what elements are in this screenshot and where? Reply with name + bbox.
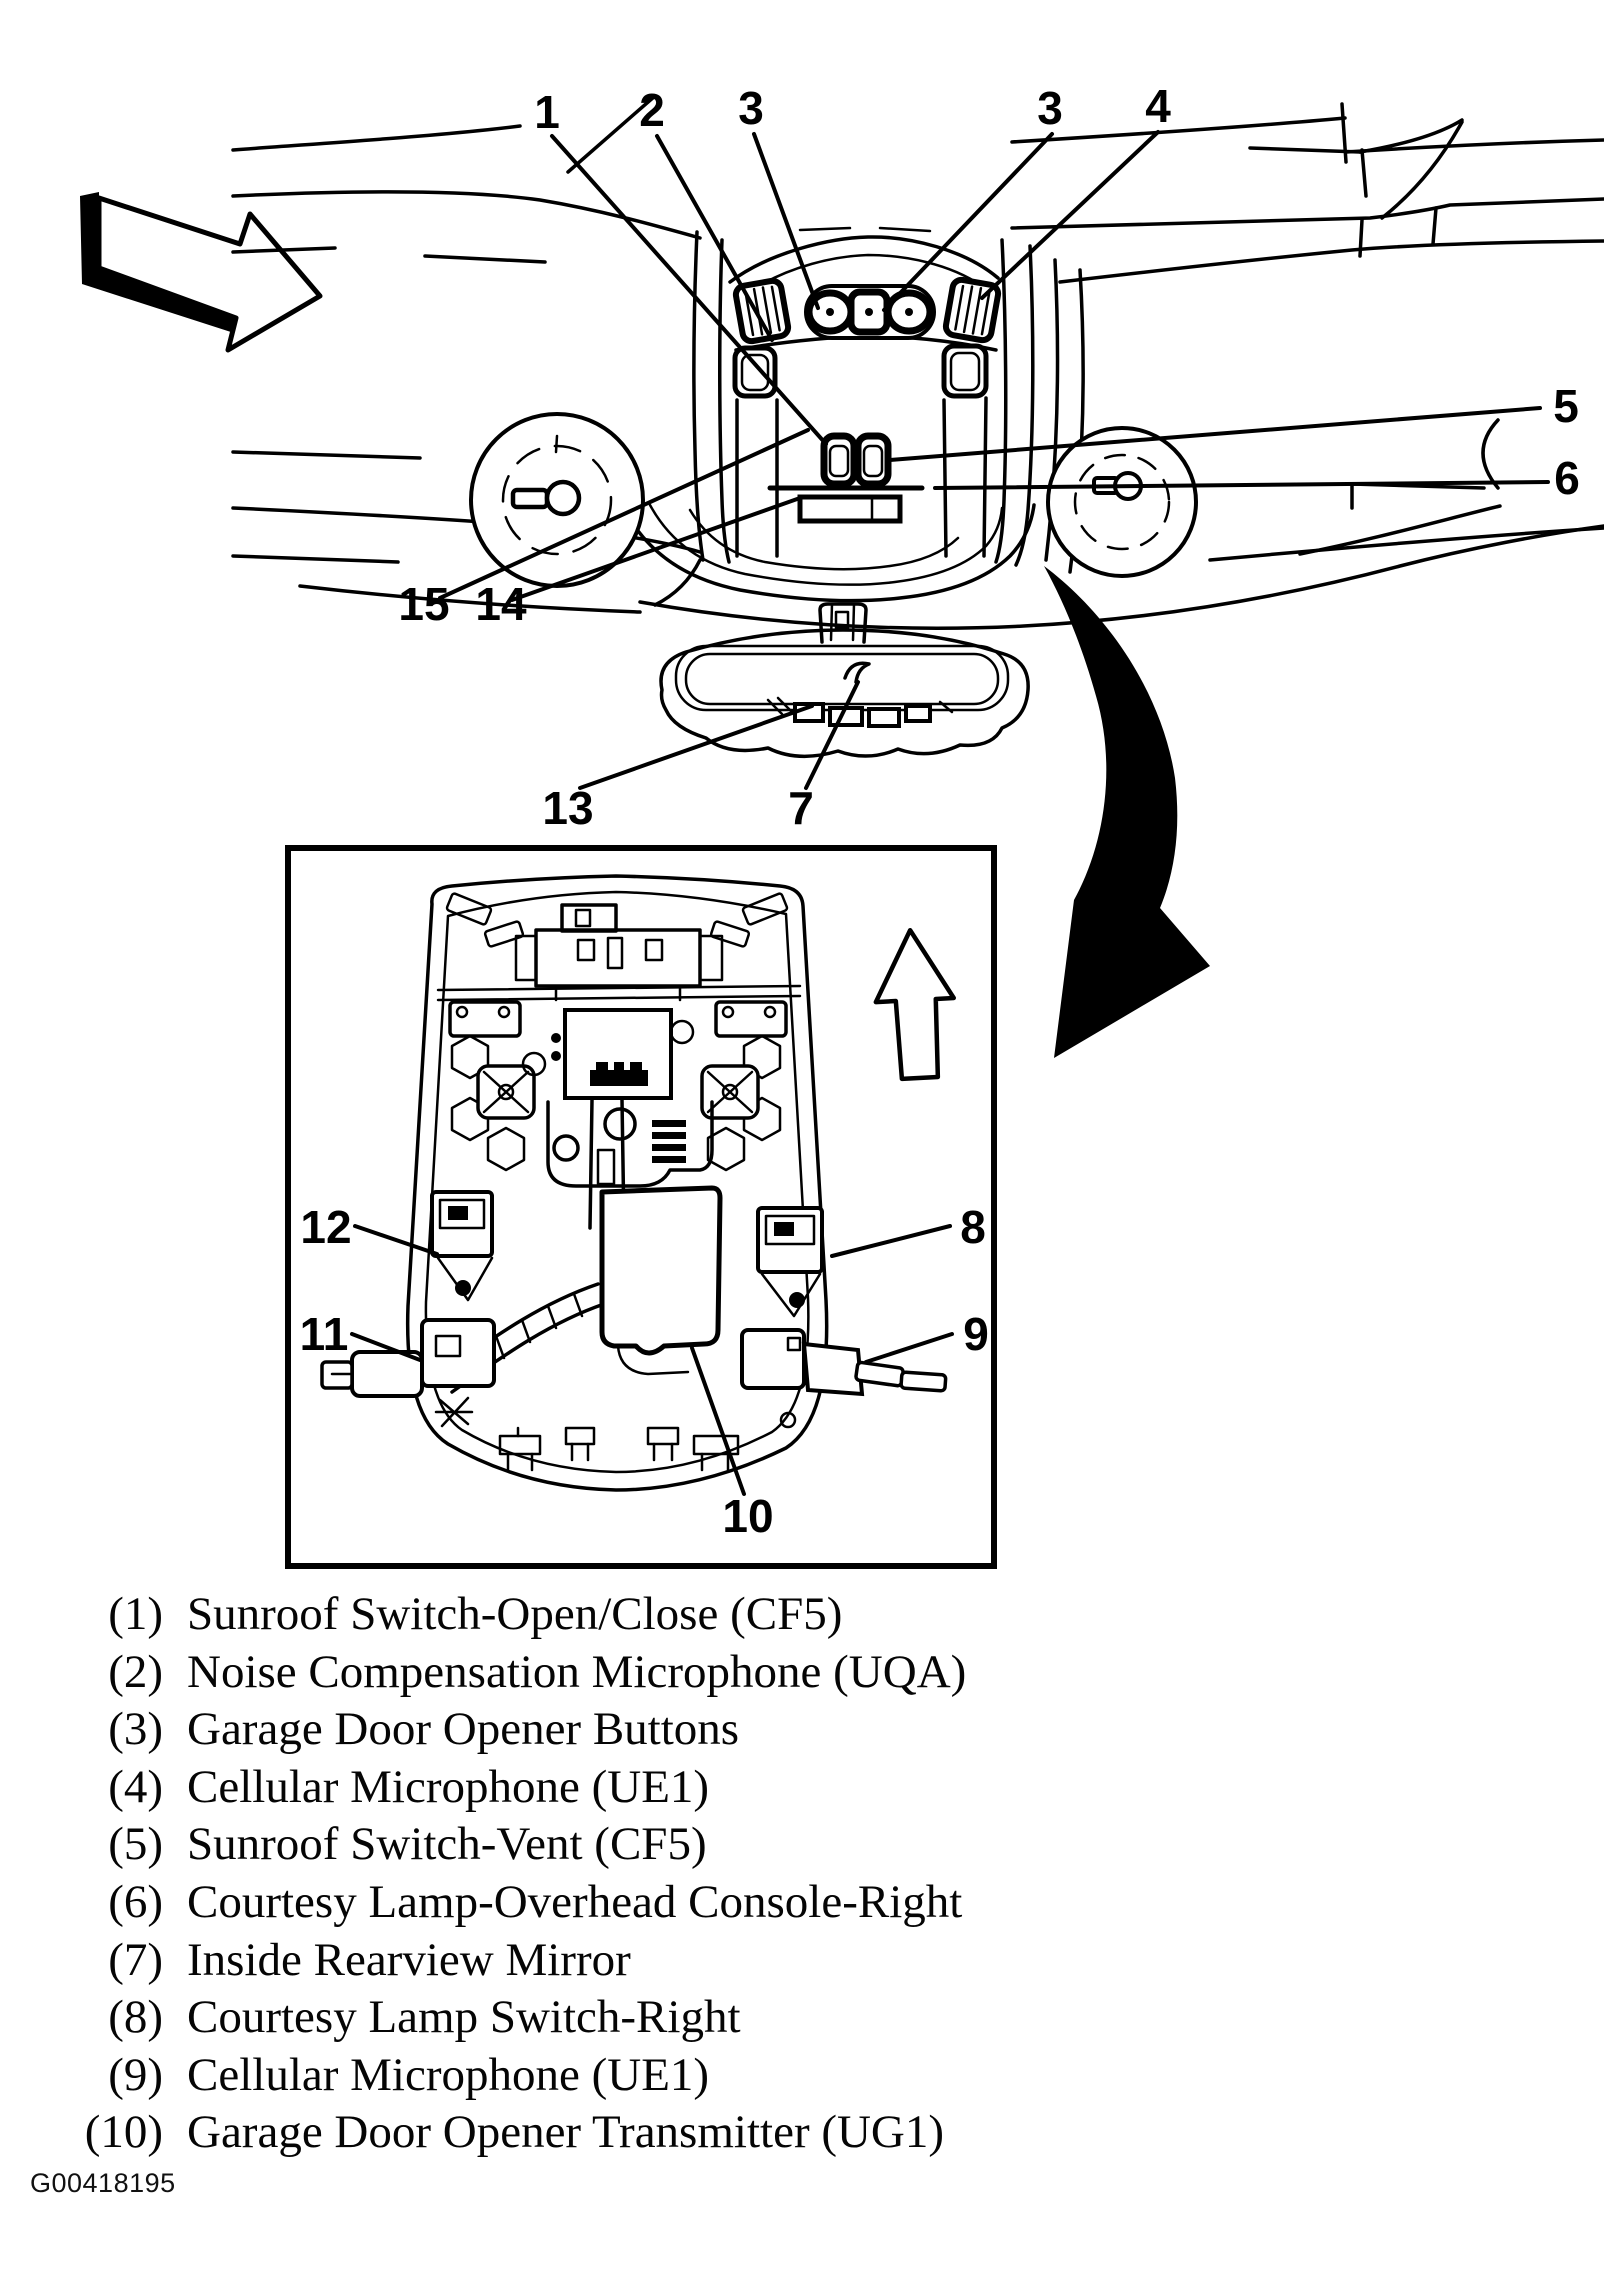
callout-8: 8 [960,1201,986,1253]
legend-number: (9) [108,2048,163,2101]
bulb-icon [510,479,582,517]
legend-item-10: (10) Garage Door Opener Transmitter (UG1) [0,2104,966,2162]
callout-9: 9 [963,1308,989,1360]
gdo-transmitter [599,1185,723,1376]
legend-item-2: (2) Noise Compensation Microphone (UQA) [0,1644,966,1702]
mirror-glass-mark [843,661,871,684]
leader-3b [882,132,1054,312]
mirror-mount [818,602,868,644]
legend-item-3: (3) Garage Door Opener Buttons [0,1701,966,1759]
hinge-bracket-left [448,1000,522,1038]
leader-12 [353,1224,439,1256]
legend-label: Garage Door Opener Transmitter (UG1) [187,2106,945,2159]
forward-direction-arrow-icon [80,192,323,353]
leader-4 [980,130,1160,300]
leader-10 [690,1346,746,1496]
garage-door-opener-buttons [804,284,936,340]
legend-number: (4) [108,1760,163,1813]
callout-7: 7 [788,782,814,834]
courtesy-lamp-switch-right [756,1206,824,1318]
legend-number: (6) [108,1875,163,1928]
legend-label: Cellular Microphone (UE1) [187,2048,710,2101]
lamp-socket-right [700,1064,760,1120]
legend-label: Sunroof Switch-Open/Close (CF5) [187,1588,843,1640]
figure-code: G00418195 [30,2168,176,2198]
leader-lines [350,130,1550,1496]
mounting-tabs [445,892,789,948]
callout-13: 13 [542,782,593,834]
cellular-mic-connector-right [740,1328,948,1397]
legend-label: Courtesy Lamp Switch-Right [187,1991,741,2044]
leader-6 [933,480,1550,490]
leader-7 [804,680,860,790]
hinge-bracket-right [714,1000,788,1038]
legend-item-1: (1) Sunroof Switch-Open/Close (CF5) [0,1586,966,1644]
parts-legend: (1) Sunroof Switch-Open/Close (CF5) (2) No… [0,1586,967,2162]
legend-item-9: (9) Cellular Microphone (UE1) [0,2047,966,2105]
legend-number: (10) [84,2106,163,2159]
overhead-console-front [732,276,1002,558]
dome-lamp-left [469,412,645,588]
legend-item-8: (8) Courtesy Lamp Switch-Right [0,1989,966,2047]
lamp-socket-left [476,1064,536,1120]
legend-number: (5) [108,1818,163,1871]
leader-1 [550,134,828,446]
sunroof-switches [820,432,892,488]
console-rear-view [320,874,948,1492]
legend-number: (3) [108,1703,163,1756]
callout-3a: 3 [738,82,764,134]
mic-module [521,1008,695,1100]
callout-4: 4 [1145,80,1171,132]
center-bracket [546,1100,714,1188]
callout-5: 5 [1553,380,1579,432]
callout-labels: 1 2 3 3 4 5 6 15 14 13 7 12 11 8 9 10 [300,80,1580,1542]
callout-11: 11 [300,1308,349,1360]
mic-connector-left [320,1318,496,1398]
leader-2 [655,134,774,342]
callout-2: 2 [639,84,665,136]
callout-14: 14 [475,578,527,630]
detail-box [285,845,997,1569]
courtesy-lamp-lens-left [732,345,778,399]
leader-8 [830,1224,952,1258]
leader-9 [864,1332,954,1364]
callout-6: 6 [1554,452,1580,504]
legend-label: Cellular Microphone (UE1) [187,1760,710,1813]
legend-item-6: (6) Courtesy Lamp-Overhead Console-Right [0,1874,966,1932]
legend-number: (7) [108,1933,163,1986]
callout-12: 12 [300,1201,351,1253]
courtesy-lamp-lens-right [941,343,989,399]
callout-10: 10 [722,1490,773,1542]
legend-label: Noise Compensation Microphone (UQA) [187,1645,967,1698]
detail-view-arrow-icon [1044,566,1210,1058]
legend-label: Sunroof Switch-Vent (CF5) [187,1818,707,1871]
dome-lamp-right [1046,426,1198,578]
legend-item-4: (4) Cellular Microphone (UE1) [0,1759,966,1817]
mount-bracket [514,903,724,1002]
legend-item-7: (7) Inside Rearview Mirror [0,1932,966,1990]
legend-number: (2) [108,1645,163,1698]
legend-item-5: (5) Sunroof Switch-Vent (CF5) [0,1816,966,1874]
leader-15 [438,428,810,600]
legend-label: Courtesy Lamp-Overhead Console-Right [187,1875,963,1928]
callout-1: 1 [534,86,560,138]
console-display [797,494,903,524]
legend-label: Garage Door Opener Buttons [187,1703,740,1756]
callout-15: 15 [398,578,449,630]
bottom-clips [434,1396,797,1472]
leader-11 [350,1332,422,1362]
leader-3a [752,132,820,310]
leader-14 [510,496,802,602]
legend-number: (8) [108,1991,163,2044]
courtesy-lamp-switch-left [430,1190,494,1302]
up-arrow-icon [873,927,956,1082]
legend-label: Inside Rearview Mirror [187,1933,631,1986]
leader-13 [578,704,814,790]
leader-5 [888,406,1542,462]
headliner-left [231,94,1604,630]
callout-3b: 3 [1037,82,1063,134]
legend-number: (1) [108,1588,163,1640]
